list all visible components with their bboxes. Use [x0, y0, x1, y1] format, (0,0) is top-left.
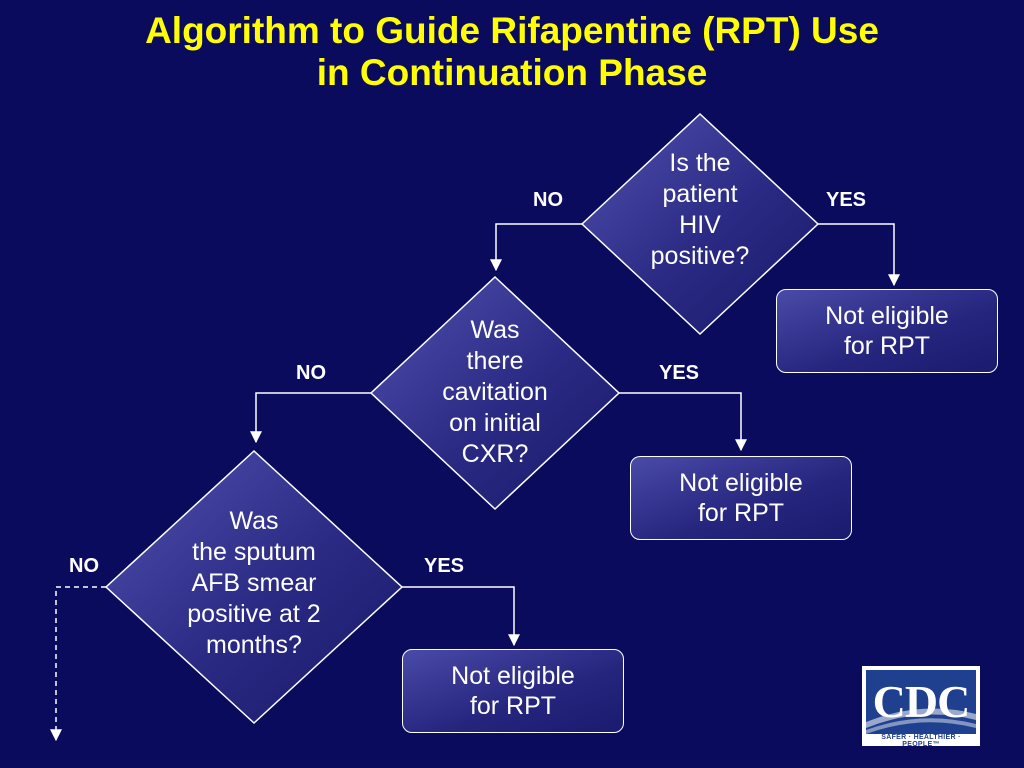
cdc-logo-stripes-icon	[866, 708, 976, 734]
cdc-logo: CDC SAFER · HEALTHIER · PEOPLE™	[862, 666, 980, 748]
edge-label-cavitation-no: NO	[296, 362, 326, 384]
decision-sputum-line-1: Was	[229, 507, 279, 535]
edge-label-sputum-yes: YES	[424, 555, 465, 577]
edge-label-hiv-no: NO	[533, 189, 563, 211]
decision-sputum-line-4: positive at 2	[187, 600, 321, 628]
edge-sputum-no	[50, 586, 106, 742]
edge-hiv-no	[490, 223, 582, 272]
outcome-hiv-not-eligible: Not eligible for RPT	[776, 289, 998, 373]
slide-title: Algorithm to Guide Rifapentine (RPT) Use…	[0, 10, 1024, 94]
outcome-hiv-line-2: for RPT	[843, 332, 931, 360]
decision-sputum-text: Was the sputum AFB smear positive at 2 m…	[154, 506, 354, 661]
title-line-1: Algorithm to Guide Rifapentine (RPT) Use	[145, 10, 879, 51]
cdc-logo-field: CDC	[866, 670, 976, 734]
decision-hiv-line-2: patient	[662, 180, 738, 208]
outcome-sputum-not-eligible: Not eligible for RPT	[402, 649, 624, 733]
outcome-sputum-line-2: for RPT	[469, 692, 557, 720]
edge-hiv-yes	[818, 223, 900, 287]
decision-hiv-line-3: HIV	[679, 211, 721, 239]
decision-cavitation-line-2: there	[466, 347, 524, 375]
outcome-cavitation-line-1: Not eligible	[679, 469, 803, 497]
decision-sputum-line-5: months?	[206, 631, 302, 659]
edge-sputum-yes	[402, 586, 520, 647]
cdc-logo-tagline: SAFER · HEALTHIER · PEOPLE™	[881, 734, 961, 748]
decision-cavitation-line-5: CXR?	[461, 440, 529, 468]
edge-cavitation-yes	[619, 392, 747, 452]
edge-label-sputum-no: NO	[69, 555, 99, 577]
decision-sputum-line-3: AFB smear	[191, 569, 317, 597]
outcome-cavitation-not-eligible: Not eligible for RPT	[630, 456, 852, 540]
decision-hiv-line-1: Is the	[669, 149, 731, 177]
decision-cavitation-line-3: cavitation	[442, 378, 548, 406]
outcome-hiv-line-1: Not eligible	[825, 302, 949, 330]
edge-label-hiv-yes: YES	[826, 189, 867, 211]
decision-hiv-text: Is the patient HIV positive?	[620, 148, 780, 272]
edge-cavitation-no	[250, 392, 371, 444]
decision-sputum-line-2: the sputum	[192, 538, 316, 566]
decision-cavitation-diamond	[369, 275, 621, 511]
decision-hiv-line-4: positive?	[650, 242, 750, 270]
decision-cavitation-line-1: Was	[470, 316, 520, 344]
decision-cavitation-text: Was there cavitation on initial CXR?	[405, 315, 585, 470]
edge-label-cavitation-yes: YES	[659, 362, 700, 384]
decision-cavitation-line-4: on initial	[449, 409, 541, 437]
decision-hiv-diamond	[580, 112, 820, 336]
cdc-logo-wordmark: CDC	[872, 676, 971, 727]
outcome-sputum-line-1: Not eligible	[451, 662, 575, 690]
title-line-2: in Continuation Phase	[316, 52, 708, 93]
decision-sputum-diamond	[104, 449, 404, 725]
outcome-cavitation-line-2: for RPT	[697, 499, 785, 527]
